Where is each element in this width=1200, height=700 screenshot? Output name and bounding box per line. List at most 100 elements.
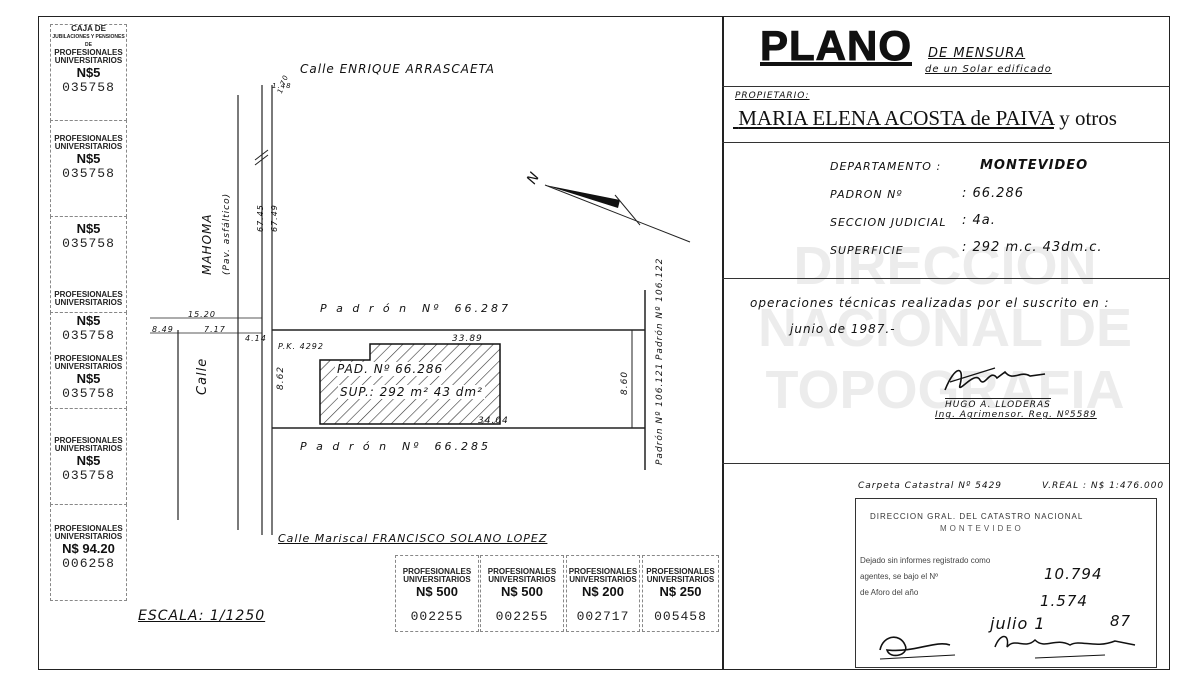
stamp-value: N$5 — [76, 221, 101, 236]
registry-number-1: 10.794 — [1044, 565, 1103, 583]
stamp-value: N$ 250 — [659, 584, 702, 599]
subtitle-2: de un Solar edificado — [925, 64, 1052, 75]
padron-value: : 66.286 — [962, 186, 1024, 201]
north-arrow-head — [545, 185, 620, 208]
owner-label: PROPIETARIO: — [735, 91, 810, 101]
stamp-number: 002255 — [410, 609, 464, 624]
signer-name: HUGO A. LLODERAS — [945, 398, 1051, 410]
dim-left: 8.62 — [276, 365, 286, 390]
stamp-universitarios: UNIVERSITARIOS — [54, 532, 123, 541]
registry-box — [855, 498, 1157, 668]
owner-suffix: y otros — [1059, 106, 1117, 130]
stamp-universitarios: UNIVERSITARIOS — [54, 298, 123, 307]
superficie-label: SUPERFICIE — [830, 244, 904, 257]
dim-6745: 67.45 — [256, 204, 265, 232]
dim-bottom: 34.04 — [478, 416, 509, 426]
stamp-column: CAJA DE JUBILACIONES Y PENSIONES DE PROF… — [50, 24, 127, 601]
stamp-number: 002255 — [495, 609, 549, 624]
stamp-profesionales: PROFESIONALES — [54, 524, 123, 533]
lot-area: SUP.: 292 m² 43 dm² — [338, 385, 485, 399]
operations-line-1: operaciones técnicas realizadas por el s… — [750, 296, 1110, 310]
dim-849: 8.49 — [152, 325, 174, 334]
rule — [722, 463, 1170, 465]
stamp-value: N$5 — [76, 453, 101, 468]
stamp-profesionales: PROFESIONALES — [54, 436, 123, 445]
stamp-value: N$ 500 — [416, 584, 458, 599]
street-top-label: Calle ENRIQUE ARRASCAETA — [300, 62, 495, 76]
scale-label: ESCALA: 1/1250 — [138, 608, 266, 624]
stamp-value: N$5 — [76, 371, 101, 386]
registry-line-3: de Aforo del año — [860, 588, 919, 597]
stamp-universitarios: UNIVERSITARIOS — [569, 575, 637, 584]
north-arrow — [544, 184, 691, 243]
stamp-universitarios: UNIVERSITARIOS — [54, 56, 123, 65]
stamp: N$5 035758 PROFESIONALES UNIVERSITARIOS … — [50, 312, 127, 409]
dim-1520: 15.20 — [188, 310, 216, 319]
departamento-value: MONTEVIDEO — [980, 158, 1089, 173]
stamp-universitarios: UNIVERSITARIOS — [488, 575, 556, 584]
stamp: PROFESIONALES UNIVERSITARIOS N$5 035758 — [50, 408, 127, 505]
dim-414: 4.14 — [245, 334, 267, 343]
title-logo: PLANO — [760, 22, 912, 70]
stamp-value: N$ 94.20 — [62, 541, 115, 556]
stamp-universitarios: UNIVERSITARIOS — [403, 575, 471, 584]
rule — [722, 86, 1170, 88]
owner-name-line: MARIA ELENA ACOSTA de PAIVA y otros — [733, 106, 1117, 131]
departamento-label: DEPARTAMENTO : — [830, 160, 942, 173]
stamp-universitarios: UNIVERSITARIOS — [54, 444, 123, 453]
registry-year: 87 — [1110, 612, 1132, 630]
seccion-label: SECCION JUDICIAL — [830, 216, 947, 229]
stamp-profesionales: PROFESIONALES — [54, 354, 123, 363]
stamp: CAJA DE JUBILACIONES Y PENSIONES DE PROF… — [50, 24, 127, 121]
dim-717: 7.17 — [204, 325, 226, 334]
padron-right-2: Padrón Nº 106.121 — [655, 362, 665, 465]
rule — [722, 278, 1170, 280]
stamp-universitarios: UNIVERSITARIOS — [54, 362, 123, 371]
dim-right: 8.60 — [620, 370, 630, 395]
operations-line-2: junio de 1987.- — [790, 322, 896, 336]
stamp-universitarios: UNIVERSITARIOS — [646, 575, 715, 584]
stamp-profesionales: PROFESIONALES — [54, 48, 123, 57]
stamp-number: 006258 — [62, 556, 115, 571]
watermark-line: TOPOGRAFIA — [765, 360, 1125, 420]
bottom-stamp: PROFESIONALES UNIVERSITARIOS N$ 500 0022… — [395, 555, 479, 632]
stamp-number: 035758 — [62, 468, 115, 483]
stamp-value: N$ 500 — [501, 584, 543, 599]
building-outline — [319, 343, 501, 425]
stamp-profesionales: PROFESIONALES — [402, 567, 472, 576]
dim-top: 33.89 — [452, 334, 483, 344]
registry-signatures — [879, 635, 1136, 660]
stamp-number: 035758 — [62, 386, 115, 401]
drawing-frame — [38, 16, 1170, 670]
stamp-universitarios: UNIVERSITARIOS — [54, 142, 123, 151]
registry-header-1: DIRECCION GRAL. DEL CATASTRO NACIONAL — [870, 512, 1084, 521]
stamp-number: 035758 — [62, 328, 115, 343]
stamp-profesionales: PROFESIONALES — [54, 290, 123, 299]
dim-6749: 67.49 — [270, 204, 279, 232]
stamp-profesionales: PROFESIONALES — [487, 567, 557, 576]
stamp-number: 035758 — [62, 236, 115, 251]
owner-name: MARIA ELENA ACOSTA de PAIVA — [738, 106, 1054, 130]
stamp: N$5 035758 PROFESIONALES UNIVERSITARIOS — [50, 216, 127, 313]
stamp-profesionales: PROFESIONALES — [646, 567, 715, 576]
signer-title: Ing. Agrimensor. Reg. Nº5589 — [935, 410, 1097, 420]
watermark-line: NACIONAL DE — [757, 298, 1133, 358]
subtitle: DE MENSURA — [928, 46, 1026, 61]
watermark-line: DIRECCION — [793, 236, 1097, 296]
stamp-value: N$ 200 — [582, 584, 624, 599]
street-left-name: MAHOMA — [200, 213, 214, 275]
pk-label: P.K. 4292 — [278, 342, 324, 351]
carpeta-catastral: Carpeta Catastral Nº 5429 — [858, 481, 1003, 491]
bottom-stamp: PROFESIONALES UNIVERSITARIOS N$ 250 0054… — [642, 555, 719, 632]
bottom-stamp: PROFESIONALES UNIVERSITARIOS N$ 200 0027… — [566, 555, 640, 632]
registry-date: julio 1 — [990, 614, 1046, 633]
stamp-number: 035758 — [62, 80, 115, 95]
lot-padron: PAD. Nº 66.286 — [335, 362, 446, 376]
valor-real: V.REAL : N$ 1:476.000 — [1042, 481, 1165, 491]
padron-bottom-label: P a d r ó n Nº 66.285 — [300, 440, 491, 453]
stamp-value: N$5 — [76, 65, 101, 80]
watermark: DIRECCION NACIONAL DE TOPOGRAFIA — [725, 235, 1165, 421]
title-block-divider — [722, 16, 724, 670]
padron-label: PADRON Nº — [830, 188, 903, 201]
street-bottom-label: Calle Mariscal FRANCISCO SOLANO LOPEZ — [278, 532, 548, 545]
